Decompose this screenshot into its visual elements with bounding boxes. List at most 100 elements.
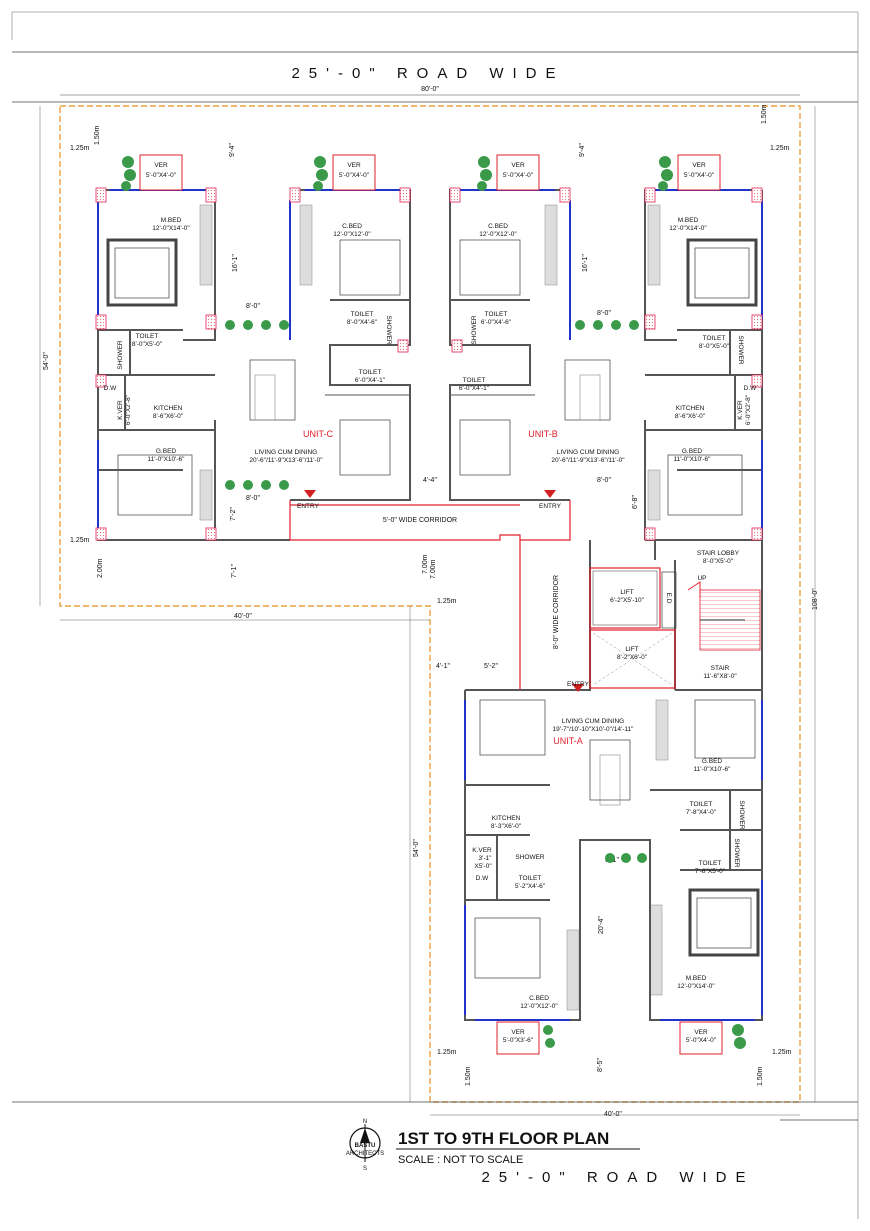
total-width-dim: 80'-0": [421, 86, 439, 93]
entry-arrows: [304, 490, 584, 692]
setback-lines: [39, 106, 816, 1116]
c-shower2: SHOWER: [385, 315, 392, 345]
c-kitchen-size: 8'-6"X6'-0": [153, 413, 184, 420]
b-living-size: 20'-6"/11'-9"X13'-6"/11'-0": [551, 457, 625, 464]
lower-verandas: [496, 1021, 723, 1055]
b-cbed-name: C.BED: [488, 223, 508, 230]
b-kitchen-name: KITCHEN: [676, 405, 705, 412]
b-living-name: LIVING CUM DINING: [557, 449, 619, 456]
b-cbed-size: 12'-0"X12'-0": [479, 231, 517, 238]
b-kitchen-size: 8'-6"X6'-0": [675, 413, 706, 420]
b-ver2-name: VER: [692, 162, 706, 169]
dim-1-50m-tr: 1.50m: [761, 104, 768, 124]
a-ver2-size: 5'-0"X4'-0": [686, 1037, 717, 1044]
a-kitchen-name: KITCHEN: [492, 815, 521, 822]
b-ver-size: 5'-0"X4'-0": [503, 172, 534, 179]
dim-8-0-r2: 8'-0": [597, 477, 611, 484]
plan-scale: SCALE : NOT TO SCALE: [398, 1154, 523, 1166]
up-label: UP: [697, 575, 706, 582]
dimension-labels: 1.50m 1.25m 1.50m 1.25m 9'-4" 9'-4" 54'-…: [43, 104, 819, 1118]
dim-1-50m-bl: 1.50m: [465, 1066, 472, 1086]
dim-8-0-l2: 8'-0": [246, 495, 260, 502]
c-kitchen-name: KITCHEN: [154, 405, 183, 412]
dim-1-25m-tr: 1.25m: [770, 145, 790, 152]
plan-title: 1ST TO 9TH FLOOR PLAN: [398, 1129, 609, 1148]
a-shower3: SHOWER: [515, 854, 545, 861]
dim-1-25m-tl: 1.25m: [70, 145, 90, 152]
dining-tables: [254, 374, 621, 806]
ed-label: E.D: [665, 593, 672, 604]
upper-block-walls: [97, 189, 763, 541]
c-shower1: SHOWER: [117, 340, 124, 370]
dim-54-left: 54'-0": [43, 352, 50, 370]
b-toilet3-size: 8'-0"X5'-0": [699, 343, 730, 350]
bottom-road-label: 25'-0" ROAD WIDE: [481, 1169, 754, 1186]
dim-40-bottom: 40'-0": [604, 1111, 622, 1118]
lift2-size: 8'-2"X6'-0": [617, 654, 648, 661]
lift2-name: LIFT: [625, 646, 638, 653]
b-gbed-name: G.BED: [682, 448, 703, 455]
c-cbed-name: C.BED: [342, 223, 362, 230]
a-entry-label: ENTRY: [567, 681, 590, 688]
a-cbed-size: 12'-0"X12'-0": [520, 1003, 558, 1010]
a-living-name: LIVING CUM DINING: [562, 718, 624, 725]
room-labels: VER 5'-0"X4'-0" VER 5'-0"X4'-0" M.BED 12…: [104, 162, 758, 1044]
dim-9-4-left: 9'-4": [229, 143, 236, 157]
c-living-name: LIVING CUM DINING: [255, 449, 317, 456]
dim-54-mid: 54'-0": [413, 839, 420, 857]
dim-7-1: 7'-1": [231, 564, 238, 578]
c-cbed-size: 12'-0"X12'-0": [333, 231, 371, 238]
a-mbed-size: 12'-0"X14'-0": [677, 983, 715, 990]
dim-1-25m-mid: 1.25m: [437, 598, 457, 605]
dim-2-00m: 2.00m: [97, 558, 104, 578]
unit-b-label: UNIT-B: [528, 429, 558, 439]
c-ver2-size: 5'-0"X4'-0": [339, 172, 370, 179]
stair-lobby-size: 8'-0"X5'-0": [703, 558, 734, 565]
unit-c-label: UNIT-C: [303, 429, 333, 439]
b-mbed-name: M.BED: [678, 217, 699, 224]
b-kver-size: 6'-0"X2'-8": [745, 394, 752, 425]
stair-size: 11'-6"X8'-0": [703, 673, 737, 680]
a-kver-size1: 3'-1": [479, 855, 493, 862]
dim-7-00m-a: 7.00m: [422, 554, 429, 574]
plants: [121, 156, 746, 1049]
bottom-road: 25'-0" ROAD WIDE: [12, 1101, 858, 1186]
a-gbed-name: G.BED: [702, 758, 723, 765]
dim-1-50m-tl: 1.50m: [94, 125, 101, 145]
a-toilet2-name: TOILET: [699, 860, 722, 867]
b-kver-name: K.VER: [737, 400, 744, 420]
a-ver1-size: 5'-0"X3'-6": [503, 1037, 534, 1044]
a-toilet3-name: TOILET: [519, 875, 542, 882]
corridor-8ft-label: 8'-0" WIDE CORRIDOR: [553, 575, 560, 649]
dim-6-8: 6'-8": [632, 495, 639, 509]
a-mbed-name: M.BED: [686, 975, 707, 982]
a-kver-size2: X5'-0": [474, 863, 492, 870]
c-toilet2-size: 6'-0"X4'-1": [355, 377, 386, 384]
b-toilet1-size: 6'-0"X4'-6": [481, 319, 512, 326]
b-ver-name: VER: [511, 162, 525, 169]
c-mbed-size: 12'-0"X14'-0": [152, 225, 190, 232]
compass-brand-sub: ARCHITECTS: [346, 1151, 384, 1157]
dim-40-left: 40'-0": [234, 613, 252, 620]
compass-south: S: [363, 1166, 367, 1172]
b-shower1: SHOWER: [471, 315, 478, 345]
stair-lobby-name: STAIR LOBBY: [697, 550, 740, 557]
a-kver-name: K.VER: [472, 847, 492, 854]
c-ver-name: VER: [154, 162, 168, 169]
stair-name: STAIR: [711, 665, 730, 672]
lift1-size: 6'-2"X5'-10": [610, 597, 645, 604]
b-entry-label: ENTRY: [539, 503, 562, 510]
dim-1-50m-br: 1.50m: [757, 1066, 764, 1086]
c-toilet2-name: TOILET: [359, 369, 382, 376]
c-toilet3-name: TOILET: [136, 333, 159, 340]
a-toilet1-size: 7'-8"X4'-0": [686, 809, 717, 816]
b-shower2: SHOWER: [737, 335, 744, 365]
a-toilet2-size: 7'-8"X5'-0": [695, 868, 726, 875]
lift1-name: LIFT: [620, 589, 633, 596]
dim-108: 108'-0": [812, 588, 819, 610]
c-kver-size: 6'-0"X2'-8": [125, 394, 132, 425]
structural-columns: [95, 187, 763, 541]
a-shower2: SHOWER: [733, 838, 740, 868]
dim-16-1-right: 16'-1": [582, 254, 589, 272]
dim-20-4: 20'-4": [598, 916, 605, 934]
